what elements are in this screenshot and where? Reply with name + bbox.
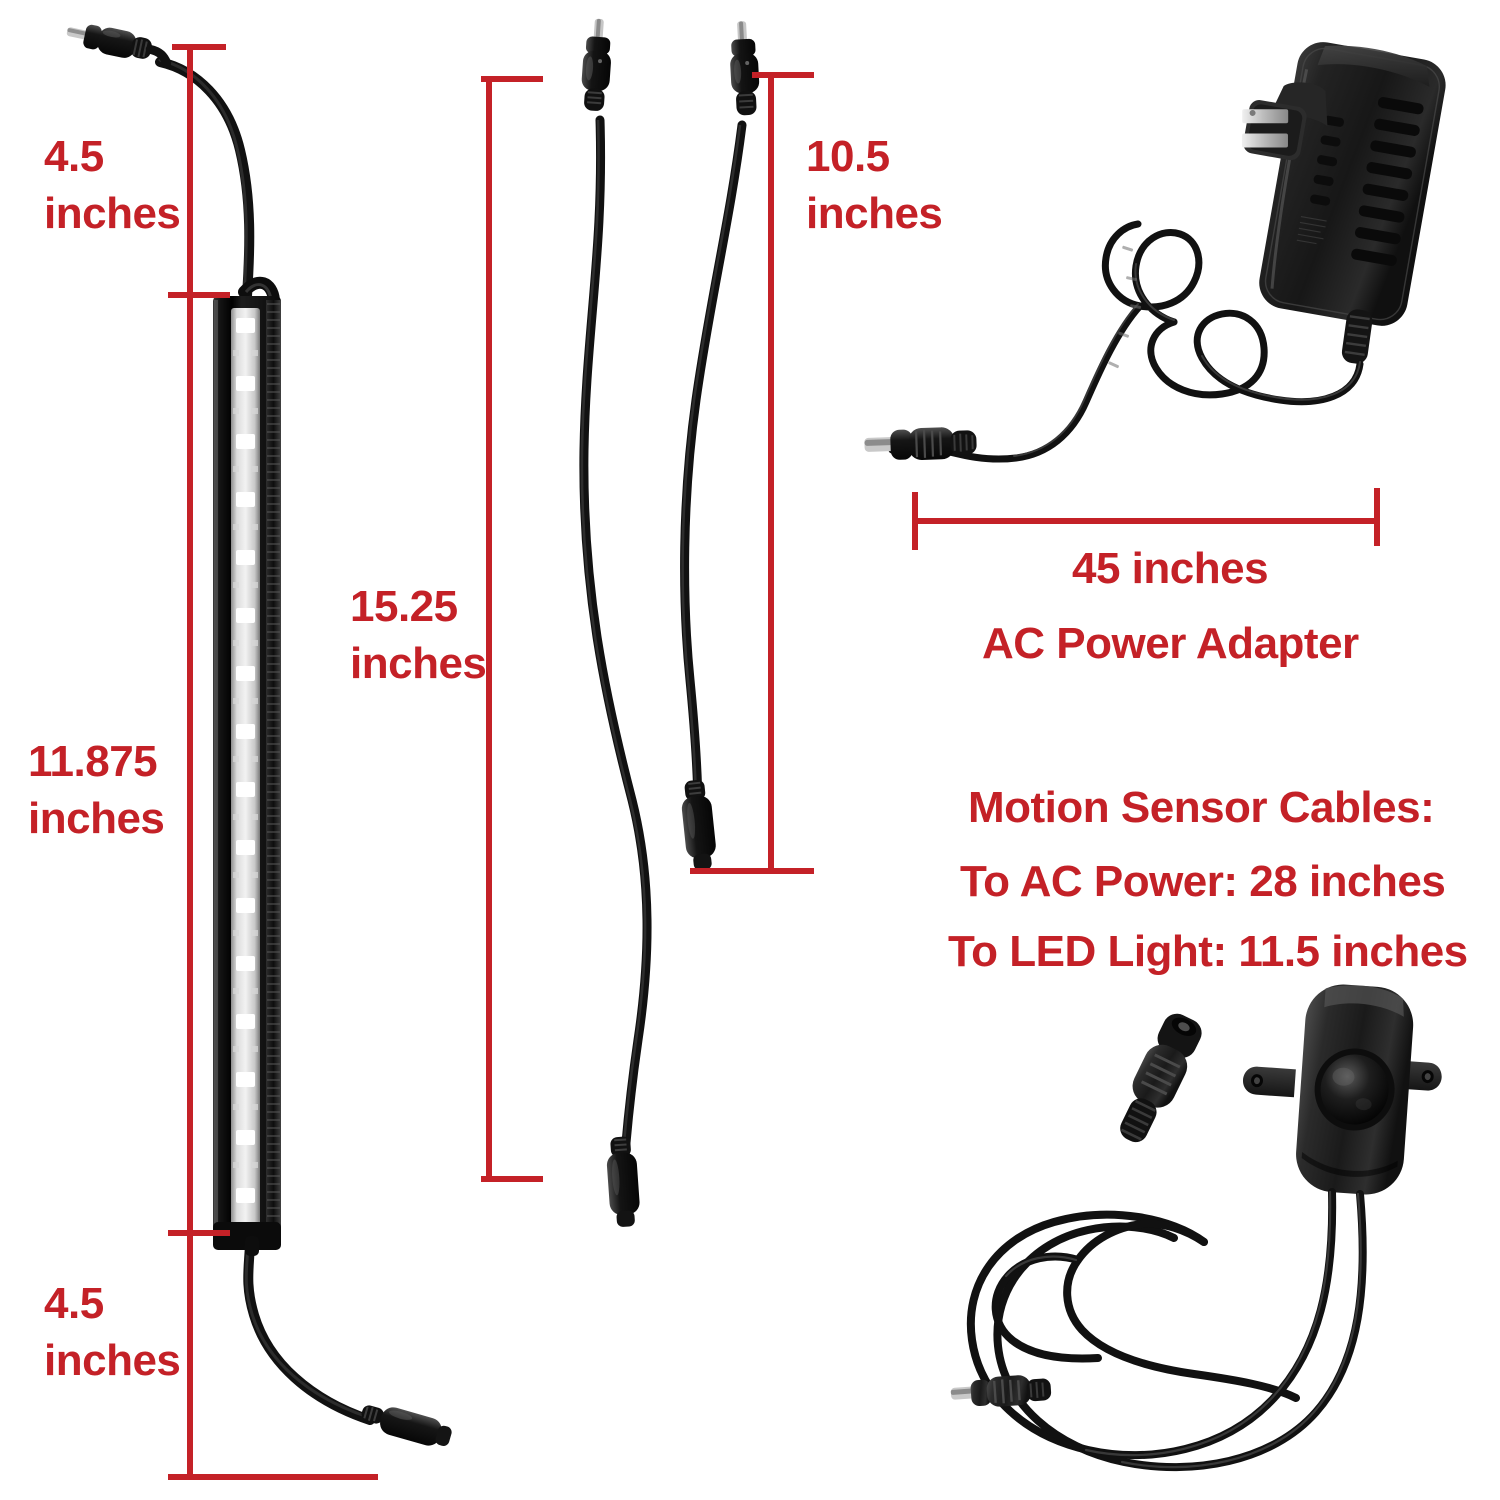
sensor-housing — [1243, 984, 1442, 1195]
dc-female-jack-short — [681, 779, 716, 871]
dim-label-ext-long: 15.25 inches — [350, 582, 487, 689]
dim-tick-body-b — [168, 1230, 230, 1236]
dim-tick-top-a — [172, 44, 226, 50]
pir-dome-lens — [1314, 1048, 1395, 1131]
adapter-strain-relief — [1341, 309, 1373, 364]
dim-label-led-bottom-lead: 4.5 inches — [44, 1279, 181, 1386]
led-bottom-lead-cable — [243, 1236, 375, 1425]
extension-cable-long — [579, 18, 652, 1227]
caption-motion-sensor-to-ac: To AC Power: 28 inches — [960, 857, 1446, 906]
dim-base-led-bottom — [168, 1474, 378, 1480]
dim-tick-ext-short-b — [690, 868, 814, 874]
led-bar-heat-fins — [267, 303, 280, 1241]
led-light-bar-assembly — [0, 0, 560, 1500]
sensor-mount-tab-left — [1243, 1066, 1296, 1098]
ac-power-adapter — [850, 30, 1500, 520]
caption-motion-sensor-to-led: To LED Light: 11.5 inches — [948, 927, 1468, 976]
dc-male-plug-short — [730, 21, 760, 116]
adapter-vent-slots-small — [1310, 115, 1345, 206]
dim-tick-top-b — [168, 292, 230, 298]
dim-tick-ext-long-b — [481, 1176, 543, 1182]
adapter-vent-slots — [1351, 97, 1424, 266]
dim-line-ext-long — [486, 79, 492, 1179]
dc-male-plug-top — [66, 24, 172, 68]
dim-line-ac-cable — [915, 518, 1377, 524]
dim-line-led-body — [187, 295, 193, 1233]
led-solder-pads — [233, 350, 258, 1168]
caption-ac-power-adapter: AC Power Adapter — [982, 619, 1359, 668]
extension-cable-short — [680, 21, 760, 871]
dc-female-jack-bottom — [361, 1405, 452, 1446]
adapter-dc-male-plug — [864, 427, 977, 460]
sensor-cables-highlight — [1004, 1190, 1362, 1469]
dim-label-led-body: 11.875 inches — [28, 737, 165, 844]
adapter-brick — [1259, 42, 1446, 326]
sensor-female-jack — [1120, 1013, 1202, 1143]
caption-motion-sensor-title: Motion Sensor Cables: — [968, 783, 1435, 832]
dim-tick-ext-short-a — [752, 72, 814, 78]
dc-male-plug-long — [581, 18, 611, 111]
motion-sensor-module — [920, 980, 1500, 1500]
dim-tick-ac-right — [1374, 488, 1380, 546]
adapter-label-area — [1296, 215, 1327, 245]
dim-tick-ext-long-a — [481, 76, 543, 82]
dim-label-ext-short: 10.5 inches — [806, 132, 943, 239]
adapter-cable-highlight — [1013, 263, 1361, 457]
dc-female-jack-long — [606, 1136, 640, 1227]
sensor-cables — [966, 1188, 1367, 1472]
led-bar-body — [213, 296, 281, 1250]
dim-line-ext-short — [768, 75, 774, 873]
sensor-male-plug — [950, 1375, 1052, 1407]
prong-right — [1241, 133, 1288, 148]
extension-cables-assembly — [500, 0, 860, 1260]
dim-label-ac-cable: 45 inches — [1072, 544, 1269, 593]
dim-line-led-top — [187, 47, 193, 295]
adapter-cable-print — [1108, 245, 1142, 369]
dim-line-led-bottom — [187, 1236, 193, 1476]
dim-label-led-top-lead: 4.5 inches — [44, 132, 181, 239]
adapter-plug-prongs — [1241, 82, 1328, 161]
prong-left — [1242, 109, 1289, 124]
led-chips — [236, 318, 255, 1203]
